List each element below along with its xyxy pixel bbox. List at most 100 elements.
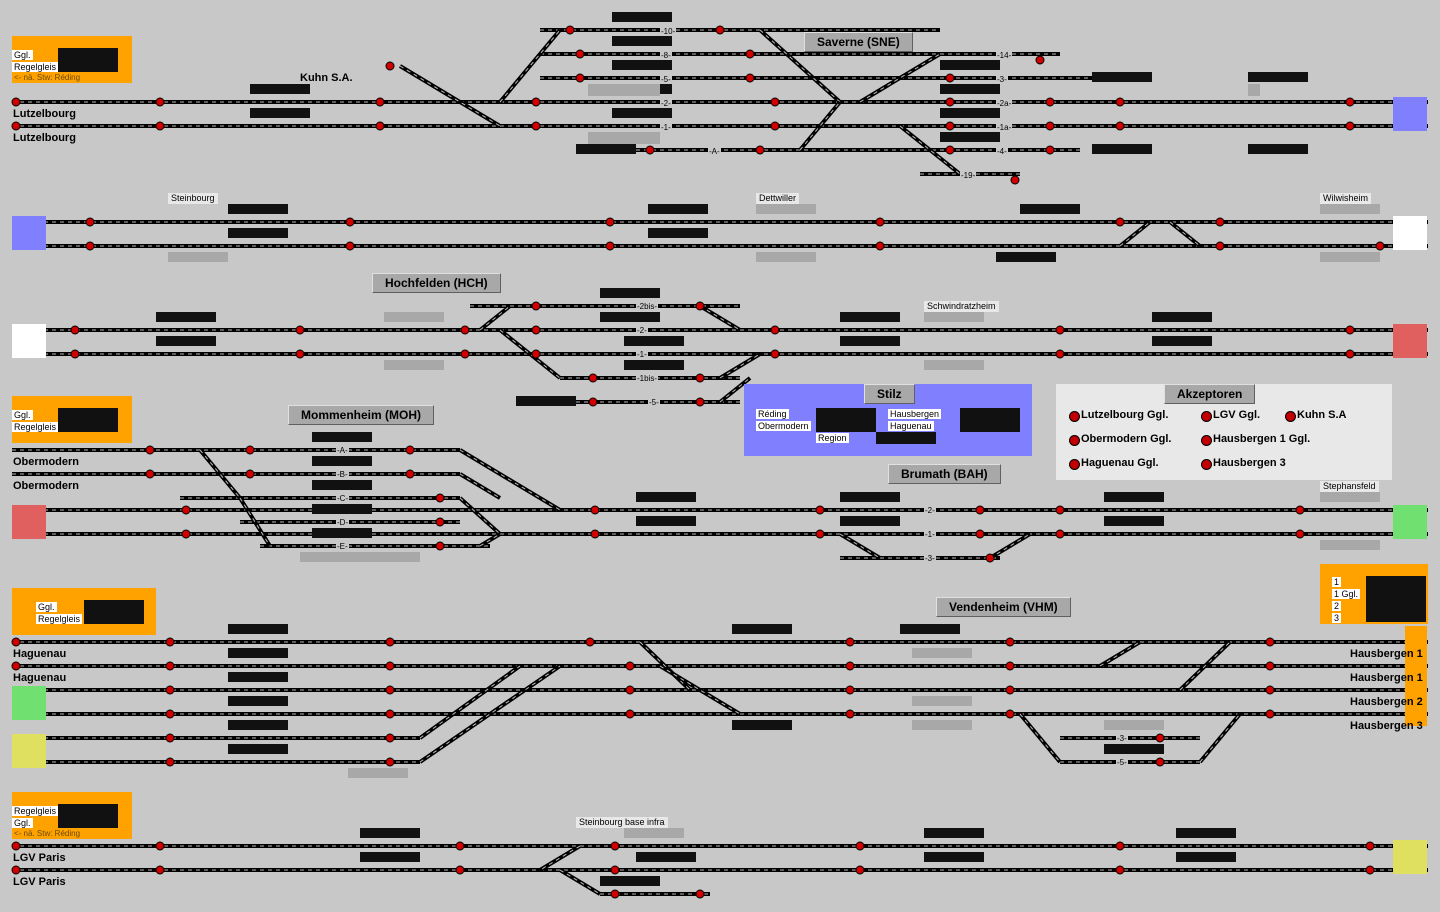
signal-icon[interactable] (745, 73, 755, 83)
signal-icon[interactable] (155, 865, 165, 875)
signal-icon[interactable] (975, 529, 985, 539)
signal-icon[interactable] (345, 241, 355, 251)
signal-icon[interactable] (385, 685, 395, 695)
signal-icon[interactable] (1265, 661, 1275, 671)
signal-icon[interactable] (11, 661, 21, 671)
signal-icon[interactable] (590, 505, 600, 515)
signal-icon[interactable] (1345, 97, 1355, 107)
train-number-display[interactable] (732, 624, 792, 634)
train-number-display[interactable] (940, 108, 1000, 118)
signal-icon[interactable] (588, 397, 598, 407)
signal-icon[interactable] (770, 97, 780, 107)
train-number-display[interactable] (1248, 144, 1308, 154)
signal-icon[interactable] (1055, 529, 1065, 539)
train-number-display[interactable] (612, 12, 672, 22)
signal-icon[interactable] (1115, 217, 1125, 227)
signal-icon[interactable] (1375, 241, 1385, 251)
signal-icon[interactable] (1365, 841, 1375, 851)
end-block-row3-east[interactable] (1393, 324, 1427, 358)
signal-icon[interactable] (695, 301, 705, 311)
signal-icon[interactable] (11, 637, 21, 647)
signal-icon[interactable] (11, 97, 21, 107)
train-number-display[interactable] (228, 720, 288, 730)
train-number-display[interactable] (312, 504, 372, 514)
track-segment[interactable] (418, 664, 522, 740)
signal-icon[interactable] (1055, 325, 1065, 335)
train-number-display[interactable] (1104, 492, 1164, 502)
track-segment[interactable] (718, 352, 762, 380)
signal-icon[interactable] (845, 685, 855, 695)
signal-icon[interactable] (165, 661, 175, 671)
end-block-row4-west[interactable] (12, 505, 46, 539)
track-segment[interactable] (698, 304, 742, 332)
train-number-display[interactable] (156, 336, 216, 346)
train-number-display[interactable] (732, 720, 792, 730)
train-number-display[interactable] (924, 852, 984, 862)
signal-icon[interactable] (531, 325, 541, 335)
train-number-display[interactable] (600, 312, 660, 322)
train-number-display[interactable] (1020, 204, 1080, 214)
signal-icon[interactable] (455, 865, 465, 875)
akz-kuhn[interactable]: Kuhn S.A (1285, 409, 1347, 422)
signal-icon[interactable] (435, 493, 445, 503)
signal-icon[interactable] (815, 529, 825, 539)
signal-icon[interactable] (385, 61, 395, 71)
train-number-display[interactable] (1104, 744, 1164, 754)
signal-icon[interactable] (531, 121, 541, 131)
signal-icon[interactable] (1265, 637, 1275, 647)
signal-icon[interactable] (875, 217, 885, 227)
train-number-display[interactable] (228, 228, 288, 238)
signal-icon[interactable] (585, 637, 595, 647)
signal-icon[interactable] (11, 121, 21, 131)
end-block-row2-east[interactable] (1393, 216, 1427, 250)
akz-hausbergen-1[interactable]: Hausbergen 1 Ggl. (1201, 433, 1310, 446)
signal-icon[interactable] (531, 97, 541, 107)
signal-icon[interactable] (588, 373, 598, 383)
signal-icon[interactable] (1055, 505, 1065, 515)
signal-icon[interactable] (625, 685, 635, 695)
track-segment[interactable] (988, 532, 1032, 560)
train-number-display[interactable] (156, 312, 216, 322)
train-number-display[interactable] (228, 696, 288, 706)
signal-icon[interactable] (1155, 757, 1165, 767)
train-number-display[interactable] (228, 204, 288, 214)
signal-icon[interactable] (715, 25, 725, 35)
signal-icon[interactable] (1045, 145, 1055, 155)
train-number-display[interactable] (1104, 516, 1164, 526)
signal-icon[interactable] (1055, 349, 1065, 359)
signal-icon[interactable] (435, 541, 445, 551)
train-number-display[interactable] (636, 852, 696, 862)
track-segment[interactable] (458, 472, 502, 500)
end-block-row4-east[interactable] (1393, 505, 1427, 539)
signal-icon[interactable] (245, 469, 255, 479)
train-number-display[interactable] (996, 252, 1056, 262)
track-segment[interactable] (418, 664, 562, 764)
signal-icon[interactable] (11, 841, 21, 851)
signal-icon[interactable] (605, 217, 615, 227)
signal-icon[interactable] (1115, 865, 1125, 875)
track-segment[interactable] (538, 844, 582, 872)
signal-icon[interactable] (405, 445, 415, 455)
signal-icon[interactable] (165, 733, 175, 743)
signal-icon[interactable] (11, 865, 21, 875)
train-number-display[interactable] (360, 828, 420, 838)
train-number-display[interactable] (312, 456, 372, 466)
end-block-haus-orange[interactable] (1405, 626, 1427, 726)
signal-icon[interactable] (70, 325, 80, 335)
signal-icon[interactable] (695, 397, 705, 407)
train-number-display[interactable] (900, 624, 960, 634)
signal-icon[interactable] (385, 757, 395, 767)
signal-icon[interactable] (695, 373, 705, 383)
signal-icon[interactable] (845, 661, 855, 671)
signal-icon[interactable] (1265, 685, 1275, 695)
signal-icon[interactable] (770, 325, 780, 335)
signal-icon[interactable] (181, 529, 191, 539)
akz-obermodern[interactable]: Obermodern Ggl. (1069, 433, 1171, 446)
signal-icon[interactable] (155, 841, 165, 851)
signal-icon[interactable] (181, 505, 191, 515)
train-number-display[interactable] (840, 312, 900, 322)
signal-icon[interactable] (295, 349, 305, 359)
signal-icon[interactable] (1265, 709, 1275, 719)
signal-icon[interactable] (610, 841, 620, 851)
train-number-display[interactable] (516, 396, 576, 406)
